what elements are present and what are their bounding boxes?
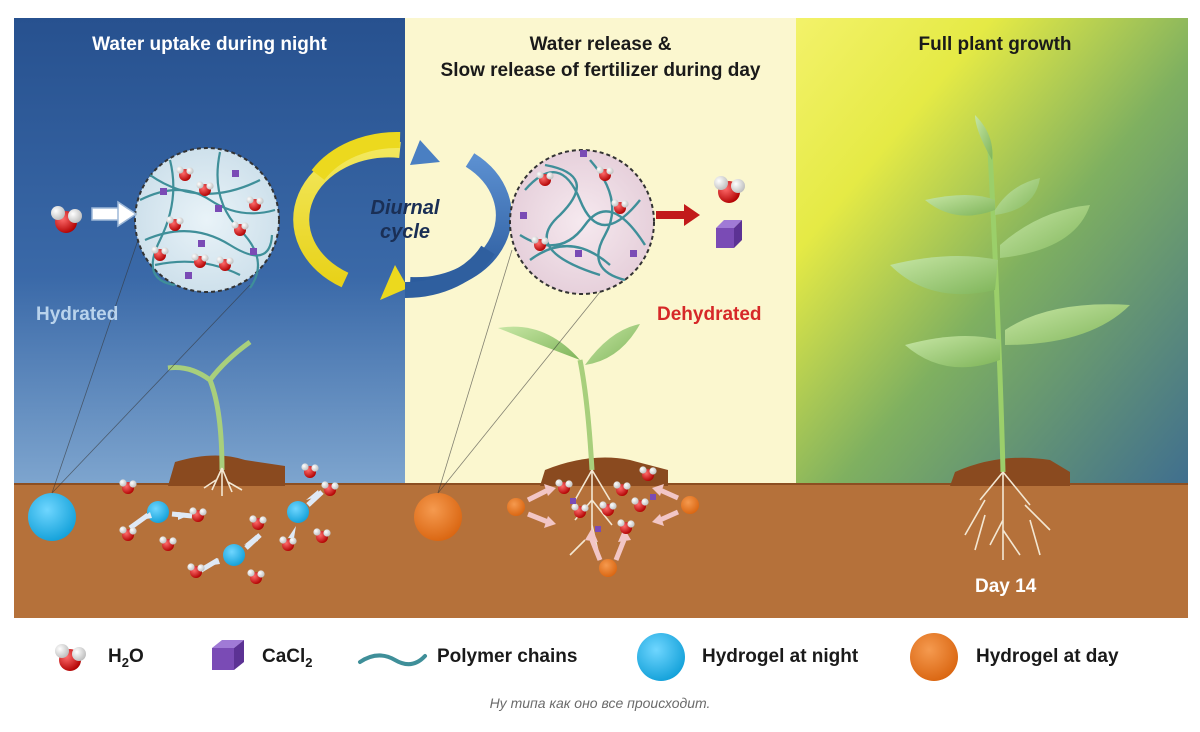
diurnal-cycle-arrows (293, 131, 512, 300)
legend-hydrogel-night-icon (637, 633, 685, 681)
dehydrated-label: Dehydrated (657, 304, 762, 325)
cycle-label-line1: Diurnal (370, 197, 440, 219)
soil-hydrogels-night (119, 463, 339, 584)
legend-cacl2-main: CaCl (262, 646, 306, 667)
soil-hydrogels-day (507, 466, 699, 577)
legend-cacl2-icon (212, 640, 244, 670)
growth-panel-background (796, 18, 1188, 488)
seedling-day (498, 324, 668, 561)
uptake-arrow (91, 200, 138, 228)
legend-hydrogel-day-label: Hydrogel at day (976, 646, 1119, 667)
legend-hydrogel-day-icon (910, 633, 958, 681)
legend-graphics (0, 624, 1200, 689)
cycle-label: Diurnal cycle (355, 196, 455, 244)
legend-h2o-main: H (108, 646, 122, 667)
legend-polymer-label: Polymer chains (437, 646, 578, 667)
legend-cacl2-label: CaCl2 (262, 646, 313, 670)
cycle-label-line2: cycle (379, 221, 431, 243)
hydrated-gel-magnified (134, 147, 280, 293)
legend-h2o-tail: O (128, 646, 144, 667)
legend-hydrogel-night-label: Hydrogel at night (702, 646, 859, 667)
day-panel-title-line1: Water release & (529, 34, 672, 55)
release-arrow (656, 204, 700, 226)
legend-h2o-sub: 2 (121, 654, 129, 670)
zoom-lines (51, 239, 601, 494)
figure-caption: Ну типа как оно все происходит. (489, 695, 711, 711)
growth-panel-title: Full plant growth (918, 34, 1072, 55)
legend-cacl2-sub: 2 (305, 654, 313, 670)
day-panel-title-line2: Slow release of fertilizer during day (440, 60, 761, 81)
day-14-label: Day 14 (975, 576, 1037, 597)
legend-h2o-label: H2O (108, 646, 144, 670)
legend-polymer-icon (358, 653, 427, 667)
released-cacl2-cube (716, 220, 742, 248)
hydrogel-night-particle (28, 493, 76, 541)
dehydrated-gel-magnified (509, 149, 655, 295)
night-panel-title: Water uptake during night (92, 34, 327, 55)
hydrated-label: Hydrated (36, 304, 119, 325)
hydrogel-day-particle (414, 493, 462, 541)
full-plant (890, 115, 1130, 560)
